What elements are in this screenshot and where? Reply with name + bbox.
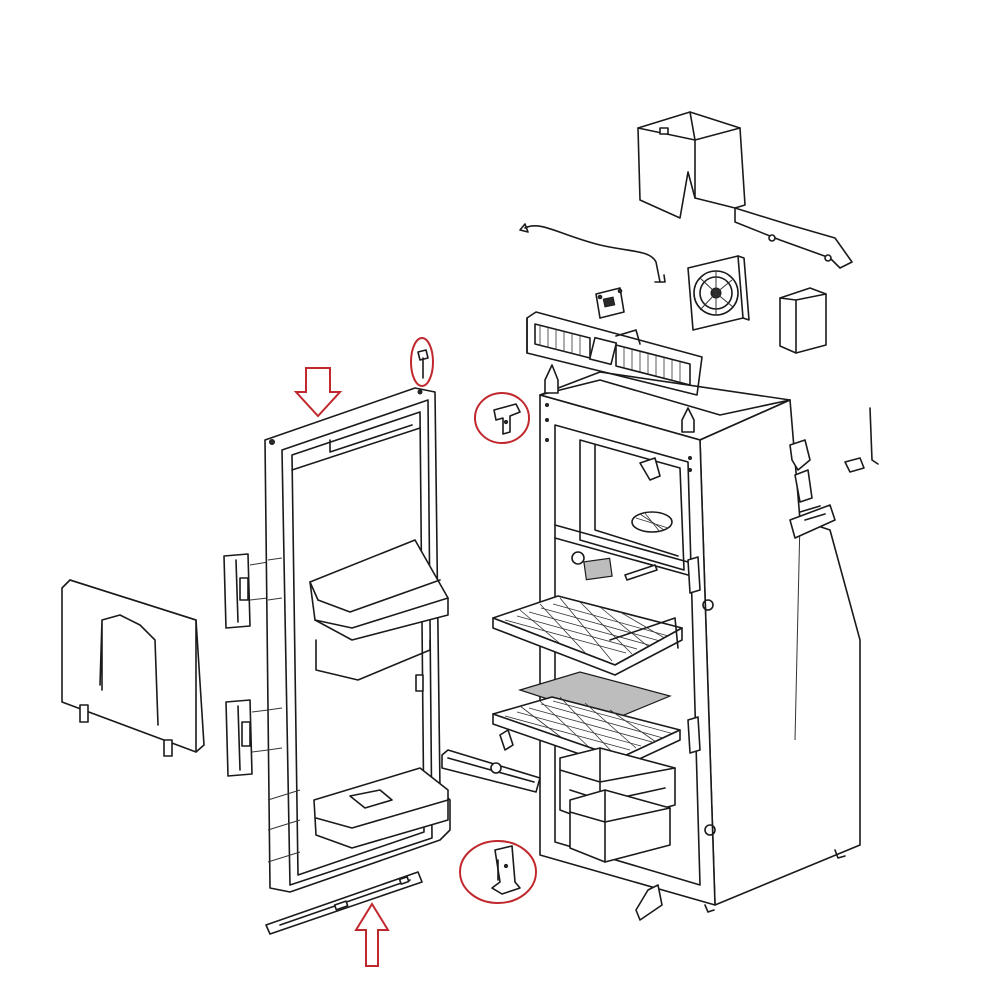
freezer-door bbox=[61, 579, 205, 757]
control-board bbox=[595, 287, 625, 319]
arrow-top-of-door bbox=[293, 367, 343, 418]
fan bbox=[687, 255, 750, 331]
crisper-drawers bbox=[559, 747, 676, 863]
wire-shelf-upper bbox=[492, 595, 683, 676]
hinge-pin-top bbox=[417, 349, 429, 379]
top-cover bbox=[637, 111, 853, 269]
ventilation-grille bbox=[526, 311, 703, 396]
circle-hinge-bracket-middle bbox=[474, 392, 530, 444]
compressor-bracket bbox=[789, 407, 879, 539]
highlights bbox=[293, 337, 537, 967]
circle-hinge-pin-top bbox=[410, 337, 434, 387]
hinge-bracket-middle bbox=[493, 403, 521, 435]
wire-harness bbox=[519, 223, 666, 283]
wire-shelf-lower bbox=[492, 696, 681, 769]
circle-hinge-bracket-bottom bbox=[459, 840, 537, 904]
main-door bbox=[264, 387, 451, 893]
door-hinges bbox=[223, 553, 269, 777]
hinge-bracket-bottom bbox=[491, 845, 521, 895]
egg-tray bbox=[441, 729, 541, 793]
arrow-bottom-rail bbox=[354, 902, 390, 967]
door-bottom-rail bbox=[265, 871, 423, 935]
control-box bbox=[779, 287, 827, 354]
